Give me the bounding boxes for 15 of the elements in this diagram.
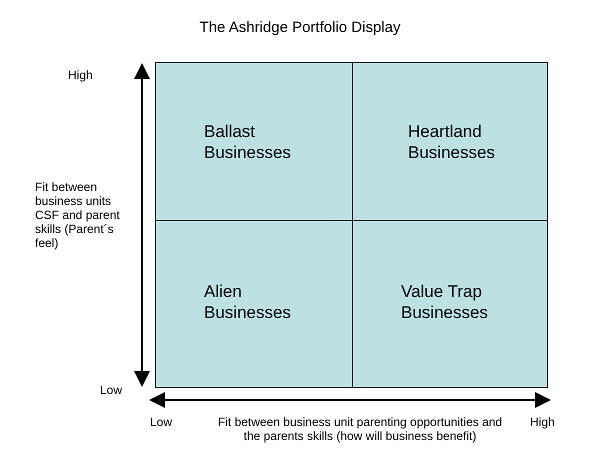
quadrant-label: Ballast Businesses bbox=[204, 121, 292, 163]
quadrant-box bbox=[155, 220, 353, 388]
quadrant-label: Alien Businesses bbox=[204, 281, 292, 323]
axis-label: High bbox=[530, 415, 555, 429]
axis-label: Fit between business units CSF and parent skills (Parent´s feel) bbox=[35, 180, 121, 250]
quadrant-box bbox=[155, 62, 353, 221]
axis-label: Low bbox=[150, 415, 172, 429]
axis-label: High bbox=[68, 68, 93, 82]
title: The Ashridge Portfolio Display bbox=[198, 19, 402, 36]
axis-label: Fit between business unit parenting opportunities and the parents skills (how will business benefit) bbox=[216, 415, 504, 443]
quadrant-box bbox=[352, 220, 548, 388]
quadrant-label: Value Trap Businesses bbox=[401, 281, 489, 323]
axis-label: Low bbox=[100, 383, 122, 397]
quadrant-box bbox=[352, 62, 548, 221]
quadrant-label: Heartland Businesses bbox=[408, 121, 496, 163]
